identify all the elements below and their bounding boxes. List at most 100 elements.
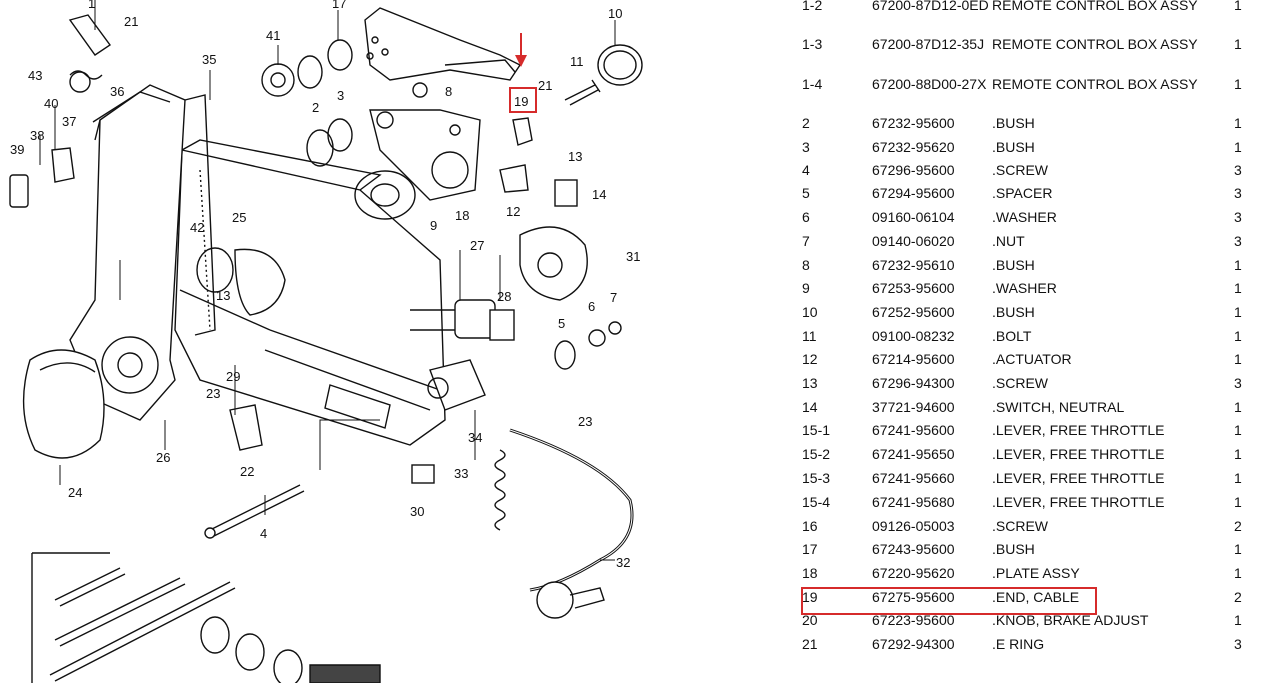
- part-number-cell: 09126-05003: [872, 518, 955, 534]
- bush-3: [327, 118, 353, 152]
- description-cell: REMOTE CONTROL BOX ASSY: [992, 76, 1198, 92]
- ref-cell: 7: [802, 233, 810, 249]
- callout: 10: [608, 6, 622, 21]
- callout: 27: [470, 238, 484, 253]
- accessory-kit: [31, 552, 381, 683]
- ref-cell: 14: [802, 399, 818, 415]
- ref-cell: 6: [802, 209, 810, 225]
- quantity-cell: 3: [1234, 162, 1242, 178]
- quantity-cell: 1: [1234, 612, 1242, 628]
- description-cell: .E RING: [992, 636, 1045, 652]
- part-number-cell: 67241-95650: [872, 446, 955, 462]
- callout: 18: [455, 208, 469, 223]
- long-screw-4: [209, 484, 305, 537]
- callout: 38: [30, 128, 44, 143]
- switch-25: [196, 247, 286, 316]
- callout: 13: [216, 288, 230, 303]
- part-number-cell: 67200-87D12-0ED: [872, 0, 989, 13]
- callout: 36: [110, 84, 124, 99]
- ref-cell: 9: [802, 280, 810, 296]
- part-number-cell: 09100-08232: [872, 328, 955, 344]
- exploded-parts-diagram: [9, 0, 643, 683]
- description-cell: .SPACER: [992, 185, 1053, 201]
- description-cell: .NUT: [992, 233, 1025, 249]
- callout: 25: [232, 210, 246, 225]
- part-number-cell: 67200-87D12-35J: [872, 36, 985, 52]
- ref-cell: 18: [802, 565, 818, 581]
- spacer-5: [554, 340, 576, 370]
- callout: 11: [570, 54, 584, 69]
- description-cell: .WASHER: [992, 280, 1057, 296]
- ref-cell: 5: [802, 185, 810, 201]
- ref-cell: 11: [802, 328, 817, 344]
- ref-cell: 17: [802, 541, 818, 557]
- description-cell: .BUSH: [992, 541, 1035, 557]
- quantity-cell: 2: [1234, 518, 1242, 534]
- callout: 3: [337, 88, 344, 103]
- description-cell: .KNOB, BRAKE ADJUST: [992, 612, 1149, 628]
- callout: 39: [10, 142, 24, 157]
- description-cell: REMOTE CONTROL BOX ASSY: [992, 36, 1198, 52]
- bolt-11: [564, 79, 601, 106]
- ref-cell: 4: [802, 162, 810, 178]
- part-number-cell: 67232-95620: [872, 139, 955, 155]
- callout: 1: [88, 0, 95, 11]
- callout: 8: [445, 84, 452, 99]
- part-number-cell: 67275-95600: [872, 589, 955, 605]
- part-number-cell: 67296-95600: [872, 162, 955, 178]
- part-number-cell: 67294-95600: [872, 185, 955, 201]
- callout: 23: [578, 414, 592, 429]
- callout: 24: [68, 485, 82, 500]
- part-number-cell: 67252-95600: [872, 304, 955, 320]
- quantity-cell: 1: [1234, 304, 1242, 320]
- description-cell: .PLATE ASSY: [992, 565, 1080, 581]
- neutral-switch-14: [554, 179, 578, 207]
- callout: 28: [497, 289, 511, 304]
- callout: 29: [226, 369, 240, 384]
- cover-31: [519, 226, 588, 301]
- callout: 22: [240, 464, 254, 479]
- ref-cell: 12: [802, 351, 818, 367]
- quantity-cell: 1: [1234, 280, 1242, 296]
- lanyard-coil-34: [494, 449, 506, 531]
- quantity-cell: 1: [1234, 494, 1242, 510]
- callout: 19: [514, 94, 528, 109]
- callout: 2: [312, 100, 319, 115]
- description-cell: REMOTE CONTROL BOX ASSY: [992, 0, 1198, 13]
- washer-6: [588, 329, 606, 347]
- ref-cell: 15-4: [802, 494, 831, 510]
- callout: 31: [626, 249, 640, 264]
- quantity-cell: 3: [1234, 375, 1242, 391]
- part-number-cell: 67241-95660: [872, 470, 955, 486]
- cable-end-19: [512, 117, 533, 146]
- ref-cell: 15-1: [802, 422, 831, 438]
- ref-cell: 8: [802, 257, 810, 273]
- callout: 35: [202, 52, 216, 67]
- ref-cell: 15-2: [802, 446, 831, 462]
- quantity-cell: 3: [1234, 233, 1242, 249]
- description-cell: .END, CABLE: [992, 589, 1080, 605]
- spring-43: [69, 70, 103, 80]
- callout: 7: [610, 290, 617, 305]
- callout: 42: [190, 220, 204, 235]
- part-number-cell: 37721-94600: [872, 399, 955, 415]
- callout: 26: [156, 450, 170, 465]
- description-cell: .LEVER, FREE THROTTLE: [992, 422, 1165, 438]
- part-number-cell: 67241-95680: [872, 494, 955, 510]
- part-number-cell: 67232-95600: [872, 115, 955, 131]
- quantity-cell: 1: [1234, 399, 1242, 415]
- quantity-cell: 1: [1234, 565, 1242, 581]
- callout: 21: [124, 14, 138, 29]
- part-number-cell: 09140-06020: [872, 233, 955, 249]
- ref-cell: 1-3: [802, 36, 823, 52]
- callout: 5: [558, 316, 565, 331]
- description-cell: .SCREW: [992, 518, 1048, 534]
- quantity-cell: 1: [1234, 0, 1242, 13]
- callout: 30: [410, 504, 424, 519]
- down-arrow-icon: [515, 33, 527, 67]
- description-cell: .BUSH: [992, 257, 1035, 273]
- description-cell: .SCREW: [992, 162, 1048, 178]
- callout: 12: [506, 204, 520, 219]
- washer-9: [354, 170, 416, 220]
- throttle-lever-plate: [364, 7, 522, 81]
